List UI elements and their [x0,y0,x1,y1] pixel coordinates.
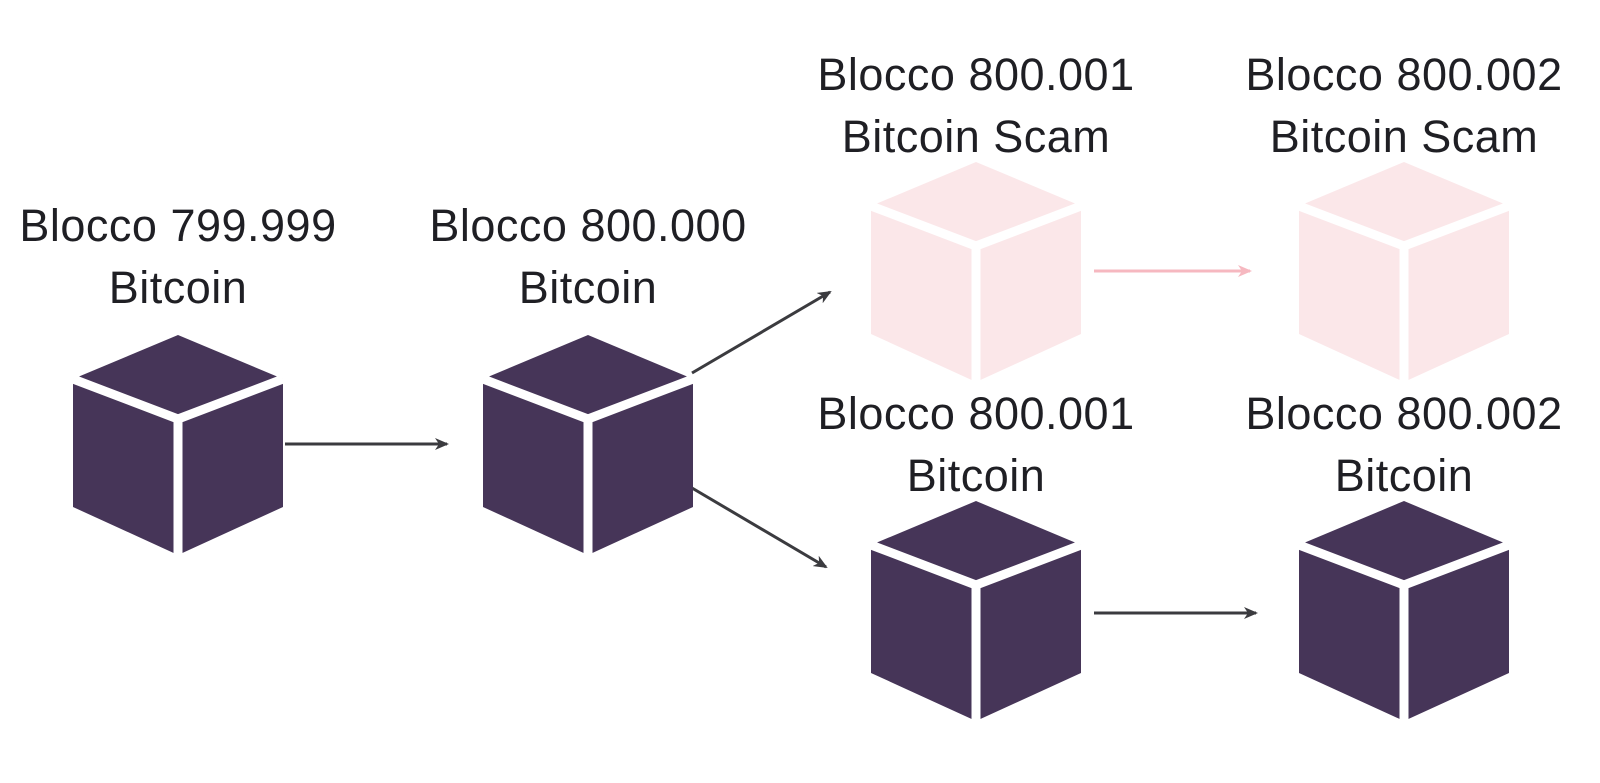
cube-icon [869,501,1083,721]
cube-icon [481,335,695,555]
block-800001: Blocco 800.001 Bitcoin [811,383,1141,783]
block-title: Blocco 800.001 [817,388,1135,439]
cube-icon [71,335,285,555]
block-800002: Blocco 800.002 Bitcoin [1239,383,1569,783]
block-title: Blocco 800.002 [1245,388,1563,439]
block-chain-label: Bitcoin Scam [1269,111,1539,162]
block-title: Blocco 799.999 [19,200,337,251]
cube-icon [869,162,1083,382]
block-chain-label: Bitcoin [518,262,658,313]
block-800000: Blocco 800.000 Bitcoin [423,195,753,595]
cube-icon [1297,501,1511,721]
block-title: Blocco 800.002 [1245,49,1563,100]
block-chain-label: Bitcoin Scam [841,111,1111,162]
block-chain-label: Bitcoin [906,450,1046,501]
block-800001-scam: Blocco 800.001 Bitcoin Scam [811,44,1141,444]
block-title: Blocco 800.000 [429,200,747,251]
block-799999: Blocco 799.999 Bitcoin [13,195,343,595]
block-title: Blocco 800.001 [817,49,1135,100]
block-800002-scam: Blocco 800.002 Bitcoin Scam [1239,44,1569,444]
block-chain-label: Bitcoin [108,262,248,313]
cube-icon [1297,162,1511,382]
block-chain-label: Bitcoin [1334,450,1474,501]
